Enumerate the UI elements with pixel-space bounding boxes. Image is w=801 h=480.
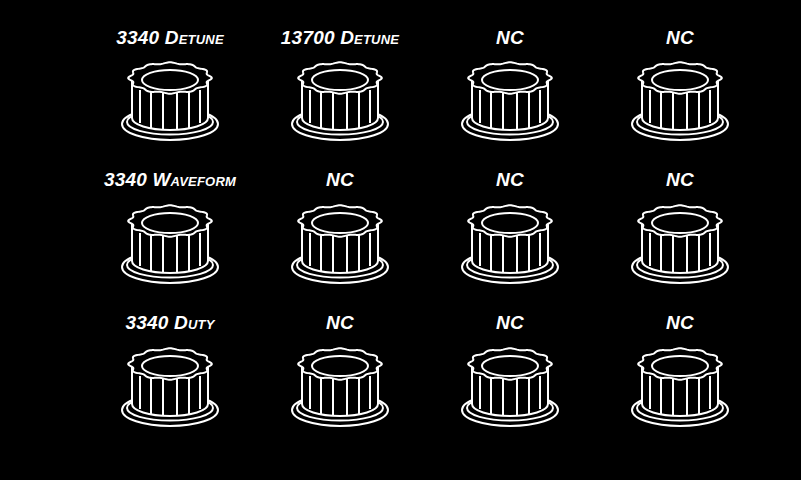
knob [462, 205, 558, 283]
knob [122, 205, 218, 283]
knob [292, 348, 388, 426]
knob-label: NC [666, 312, 694, 334]
knob [462, 62, 558, 140]
knob-label: 3340 Duty [125, 312, 214, 334]
knob-label: 3340 Detune [116, 27, 224, 49]
knob-label: NC [496, 27, 524, 49]
knob [122, 348, 218, 426]
knob-label: 3340 Waveform [104, 169, 236, 191]
knob-label: NC [496, 169, 524, 191]
knob [462, 348, 558, 426]
knob-label: NC [326, 312, 354, 334]
knob [632, 205, 728, 283]
knob [292, 62, 388, 140]
knob [632, 62, 728, 140]
knob [292, 205, 388, 283]
knob-label: NC [666, 27, 694, 49]
knob [632, 348, 728, 426]
knob [122, 62, 218, 140]
knob-label: 13700 Detune [281, 27, 399, 49]
knob-label: NC [496, 312, 524, 334]
knob-label: NC [326, 169, 354, 191]
knob-label: NC [666, 169, 694, 191]
